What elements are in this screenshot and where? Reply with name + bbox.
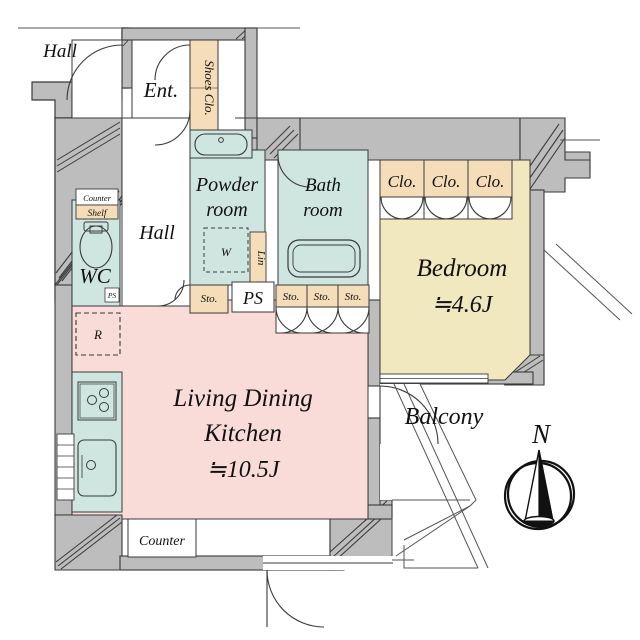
fixtures <box>56 133 361 501</box>
ps-big-box <box>231 281 275 313</box>
ps-small-box <box>104 287 120 303</box>
refrigerator-icon <box>75 312 121 356</box>
vanity-sink-icon <box>194 133 248 156</box>
window-louvres <box>56 433 75 501</box>
label-powder-2: room <box>206 199 247 221</box>
label-ps-small: PS <box>107 291 117 300</box>
label-sto-1: Sto. <box>283 291 300 303</box>
door-swings <box>66 44 513 628</box>
label-ldk-area: ≒10.5J <box>207 457 281 483</box>
label-hall-inner: Hall <box>138 222 175 244</box>
washing-machine-icon <box>203 227 249 273</box>
label-bath-2: room <box>303 200 342 221</box>
kitchen-sink-icon <box>77 439 117 497</box>
toilet-icon <box>79 221 113 269</box>
label-washer: W <box>221 245 232 259</box>
label-bedroom-name: Bedroom <box>417 255 508 282</box>
bathtub-icon <box>287 239 361 278</box>
label-clo-3: Clo. <box>476 172 505 191</box>
room-shoes-closet <box>189 39 219 138</box>
compass-rose: N <box>503 419 576 531</box>
label-sto-3: Sto. <box>345 291 362 303</box>
sto-left <box>189 284 229 314</box>
label-wc-counter: Counter <box>83 193 112 203</box>
label-balcony: Balcony <box>405 404 484 430</box>
label-kitchen-counter: Counter <box>139 534 185 549</box>
label-ldk-1: Living Dining <box>172 385 313 412</box>
label-wc-shelf: Shelf <box>88 208 108 219</box>
label-sto-2: Sto. <box>314 291 331 303</box>
room-hall-inner <box>121 117 191 307</box>
kitchen-counter-box <box>127 518 197 558</box>
label-ps-big: PS <box>242 288 263 308</box>
balcony-rails <box>391 383 489 569</box>
label-ldk-2: Kitchen <box>203 420 282 447</box>
bedroom-window <box>379 373 489 384</box>
gas-stove-icon <box>77 381 117 421</box>
label-hall-top: Hall <box>42 41 77 62</box>
label-clo-2: Clo. <box>432 172 461 191</box>
label-linen: Lin <box>255 250 267 266</box>
label-sto-left: Sto. <box>201 293 218 305</box>
label-wc: WC <box>79 264 111 288</box>
label-entrance: Ent. <box>143 78 178 102</box>
label-bath-1: Bath <box>305 175 341 196</box>
compass-north-label: N <box>531 419 552 449</box>
label-powder-1: Powder <box>195 174 258 196</box>
room-balcony <box>380 384 470 500</box>
label-refrigerator: R <box>93 327 102 342</box>
closet-2 <box>423 159 469 198</box>
room-labels: Hall Ent. Shoes Clo. Hall WC Counter She… <box>42 41 507 549</box>
room-hall-top <box>71 39 123 119</box>
storage-boxes <box>104 281 370 558</box>
label-shoes-closet: Shoes Clo. <box>202 60 217 116</box>
label-clo-1: Clo. <box>388 172 417 191</box>
label-bedroom-area: ≒4.6J <box>432 292 494 318</box>
closet-3 <box>467 159 513 198</box>
